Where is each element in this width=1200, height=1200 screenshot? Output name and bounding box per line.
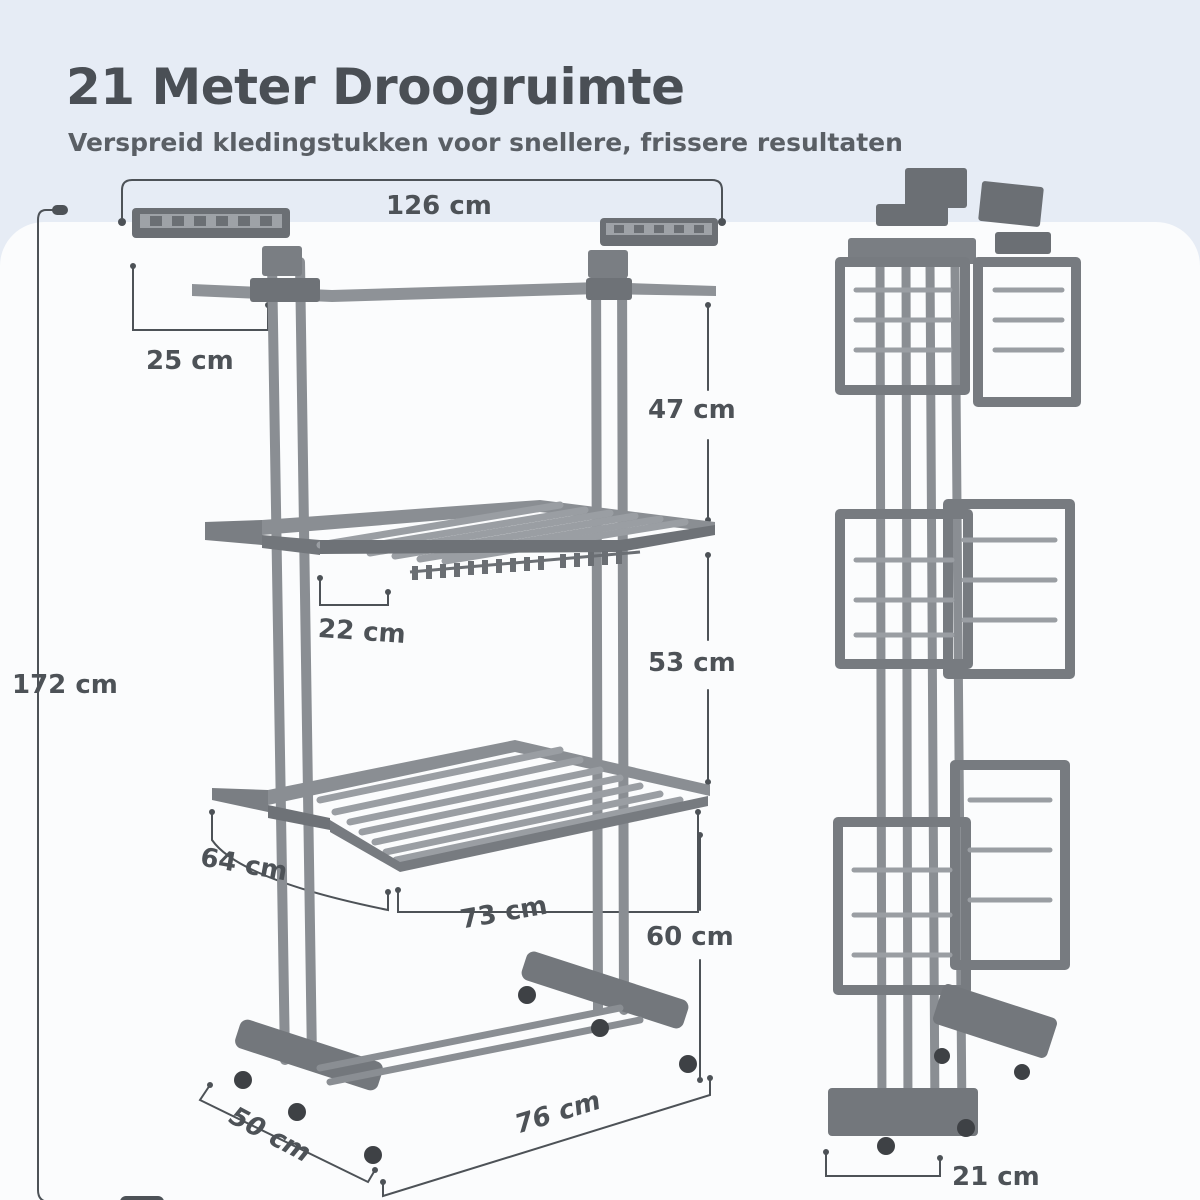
drying-rack-unfolded: [132, 208, 718, 1164]
dimension-end-caps: [52, 205, 943, 1200]
rack-base: [234, 951, 697, 1164]
page-subtitle: Verspreid kledingstukken voor snellere, …: [68, 128, 903, 157]
lower-shelf: [212, 740, 710, 872]
dimension-line-base-width: [382, 1077, 711, 1198]
dimension-label-total-width: 126 cm: [386, 191, 492, 221]
dimension-line-total-height: [37, 209, 61, 1200]
dimension-label-folded-depth: 21 cm: [952, 1162, 1040, 1192]
top-hanger-bars: [132, 208, 718, 302]
drying-rack-folded: [828, 168, 1081, 1155]
middle-shelf: [205, 500, 715, 580]
dimension-line-folded-depth: [825, 1151, 941, 1177]
page-title: 21 Meter Droogruimte: [66, 58, 685, 116]
dimension-line-hook-bar: [319, 577, 389, 606]
rack-uprights: [267, 257, 629, 1065]
dimension-label-total-height: 172 cm: [12, 670, 118, 700]
dimension-line-wing-depth: [132, 267, 269, 331]
folded-base: [828, 984, 1057, 1155]
dimension-lines: [37, 179, 941, 1200]
dimension-line-shelf-width: [397, 811, 699, 913]
dimension-label-bottom-section: 60 cm: [646, 922, 734, 952]
dimension-label-wing-depth: 25 cm: [146, 346, 234, 376]
dimension-line-lower-wing: [211, 811, 389, 912]
dimension-label-middle-section: 53 cm: [648, 648, 736, 678]
dimension-line-total-width: [121, 179, 723, 219]
dimension-label-top-section: 47 cm: [648, 395, 736, 425]
dimension-line-base-depth: [198, 1084, 376, 1184]
dimension-label-hook-bar: 22 cm: [317, 613, 407, 651]
